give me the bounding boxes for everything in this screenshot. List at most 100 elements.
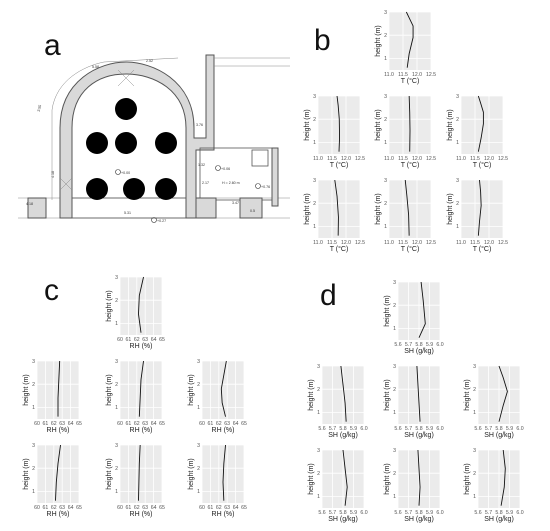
y-tick-label: 1 [32, 489, 35, 495]
x-tick-label: 6.0 [436, 510, 443, 516]
x-tick-label: 62 [216, 505, 222, 511]
x-tick-label: 11.5 [327, 240, 337, 246]
x-tick-label: 63 [224, 421, 230, 427]
y-tick-label: 2 [317, 387, 320, 393]
sensor-dot [115, 98, 137, 120]
x-axis-label: T (°C) [401, 161, 420, 169]
x-tick-label: 63 [142, 505, 148, 511]
x-tick-label: 6.0 [436, 426, 443, 432]
y-tick-label: 2 [393, 471, 396, 477]
y-tick-label: 1 [473, 494, 476, 500]
plan-vault-wall [59, 54, 215, 219]
x-axis-label: T (°C) [473, 245, 492, 253]
x-tick-label: 12.0 [484, 156, 494, 162]
profile-line [408, 95, 411, 152]
x-tick-label: 5.8 [495, 426, 502, 432]
y-axis-label: height (m) [304, 109, 311, 141]
x-tick-label: 61 [208, 421, 214, 427]
x-tick-label: 11.0 [456, 156, 466, 162]
x-tick-label: 62 [51, 421, 57, 427]
y-axis-label: height (m) [384, 379, 391, 411]
x-tick-label: 12.5 [426, 240, 436, 246]
sensor-dot [155, 132, 177, 154]
y-tick-label: 2 [456, 201, 459, 207]
y-axis-label: height (m) [188, 458, 195, 490]
x-tick-label: 12.5 [498, 240, 508, 246]
x-tick-label: 5.9 [426, 426, 433, 432]
profile-line [336, 95, 341, 152]
x-tick-label: 5.7 [405, 510, 412, 516]
x-tick-label: 6.0 [360, 510, 367, 516]
x-tick-label: 61 [126, 505, 132, 511]
x-tick-label: 5.7 [329, 510, 336, 516]
x-tick-label: 5.7 [485, 426, 492, 432]
x-tick-label: 64 [233, 505, 239, 511]
y-axis-label: height (m) [308, 379, 315, 411]
x-axis-label: T (°C) [401, 77, 420, 85]
x-tick-label: 6.0 [436, 342, 443, 348]
y-tick-label: 3 [197, 443, 200, 449]
x-tick-label: 5.6 [318, 510, 325, 516]
x-axis-label: RH (%) [130, 343, 153, 350]
y-tick-label: 2 [32, 382, 35, 388]
x-tick-label: 5.8 [339, 426, 346, 432]
x-axis-label: SH (g/kg) [404, 432, 434, 439]
x-tick-label: 65 [159, 421, 165, 427]
x-tick-label: 12.5 [426, 72, 436, 78]
y-tick-label: 3 [197, 359, 200, 365]
x-axis-label: SH (g/kg) [404, 348, 434, 355]
x-tick-label: 64 [68, 421, 74, 427]
y-axis-label: height (m) [384, 295, 391, 327]
x-tick-label: 5.9 [426, 342, 433, 348]
x-tick-label: 62 [134, 505, 140, 511]
y-tick-label: 1 [393, 494, 396, 500]
y-tick-label: 1 [313, 140, 316, 146]
x-tick-label: 11.5 [327, 156, 337, 162]
level-marker-icon [115, 169, 121, 175]
profile-line [405, 11, 414, 68]
x-tick-label: 63 [59, 421, 65, 427]
x-axis-label: RH (%) [47, 511, 70, 518]
x-axis-label: RH (%) [130, 427, 153, 434]
plan-dim-label: 4.18 [26, 202, 33, 206]
x-tick-label: 6.0 [360, 426, 367, 432]
x-tick-label: 12.0 [412, 240, 422, 246]
plan-dim-label: 4.18 [51, 171, 55, 178]
y-tick-label: 3 [473, 364, 476, 370]
y-axis-label: height (m) [447, 109, 454, 141]
x-tick-label: 62 [216, 421, 222, 427]
profile-line [477, 179, 482, 236]
panel-letter-d: d [320, 279, 337, 312]
plot-background [202, 361, 244, 419]
x-tick-label: 11.0 [384, 240, 394, 246]
x-axis-label: T (°C) [401, 245, 420, 253]
plan-pillar [239, 197, 263, 219]
plot-background [37, 445, 79, 503]
y-tick-label: 2 [197, 466, 200, 472]
y-axis-label: height (m) [464, 379, 471, 411]
profile-line [500, 449, 506, 506]
x-tick-label: 5.6 [474, 426, 481, 432]
plan-dim-label: 3.47 [232, 201, 239, 205]
profile-line [138, 444, 141, 501]
plot-background [461, 96, 503, 154]
y-tick-label: 1 [197, 405, 200, 411]
profile-line [55, 444, 61, 501]
y-tick-label: 2 [32, 466, 35, 472]
plan-dim-label: 2.17 [202, 181, 209, 185]
x-tick-label: 65 [76, 505, 82, 511]
y-axis-label: height (m) [106, 290, 113, 322]
level-marker-icon [215, 165, 221, 171]
y-tick-label: 3 [313, 94, 316, 100]
x-tick-label: 60 [117, 505, 123, 511]
